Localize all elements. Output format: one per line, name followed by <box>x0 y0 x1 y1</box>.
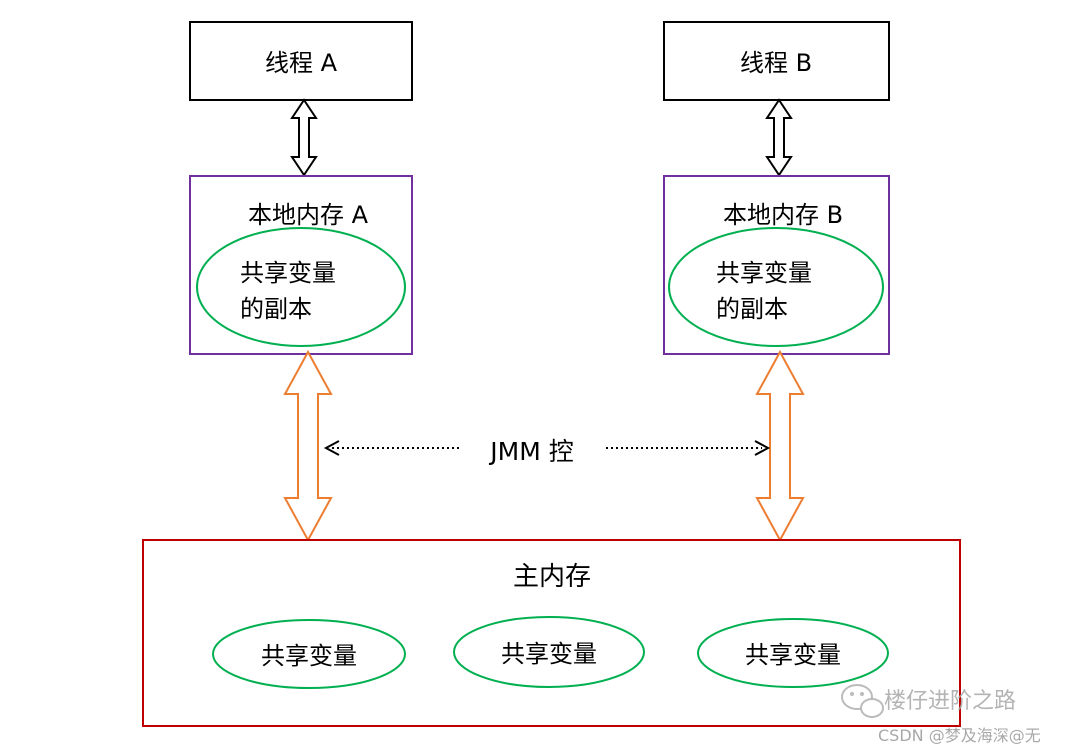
thread-b-box: 线程 B <box>663 21 890 101</box>
local-copy-a-ellipse <box>196 227 406 347</box>
local-memory-a-title: 本地内存 A <box>248 201 369 229</box>
jmm-dotted-arrow-left <box>323 440 460 456</box>
thread-b-double-arrow <box>765 98 793 177</box>
main-variable-1-ellipse <box>212 619 406 689</box>
main-variable-3-label: 共享变量 <box>745 641 841 669</box>
local-copy-a-line1: 共享变量 <box>240 259 336 287</box>
local-copy-b-line1: 共享变量 <box>716 259 812 287</box>
local-memory-b-box: 本地内存 B 共享变量 的副本 <box>663 175 890 355</box>
main-memory-title: 主内存 <box>513 562 591 592</box>
local-memory-b-title: 本地内存 B <box>723 201 843 229</box>
main-variable-2-ellipse <box>453 616 645 688</box>
jmm-dotted-arrow-right <box>606 440 771 456</box>
watermark: 楼仔进阶之路 CSDN @梦及海深@无 <box>841 684 1041 745</box>
main-variable-1-label: 共享变量 <box>261 642 357 670</box>
local-memory-a-box: 本地内存 A 共享变量 的副本 <box>189 175 413 355</box>
watermark-title: 楼仔进阶之路 <box>884 689 1016 714</box>
jmm-label: JMM 控 <box>488 437 573 466</box>
local-a-main-double-arrow <box>283 349 333 543</box>
main-variable-2-label: 共享变量 <box>501 640 597 668</box>
thread-b-label: 线程 B <box>740 49 812 77</box>
thread-a-box: 线程 A <box>189 21 413 101</box>
thread-a-double-arrow <box>290 98 318 177</box>
main-memory-box: 主内存 共享变量 共享变量 共享变量 <box>142 539 961 727</box>
thread-a-label: 线程 A <box>265 49 338 77</box>
local-copy-b-ellipse <box>668 227 884 347</box>
watermark-caption: CSDN @梦及海深@无 <box>878 726 1041 745</box>
wechat-icon <box>841 684 884 718</box>
main-variable-3-ellipse <box>697 618 889 688</box>
local-copy-b-line2: 的副本 <box>716 295 788 323</box>
local-copy-a-line2: 的副本 <box>240 295 312 323</box>
